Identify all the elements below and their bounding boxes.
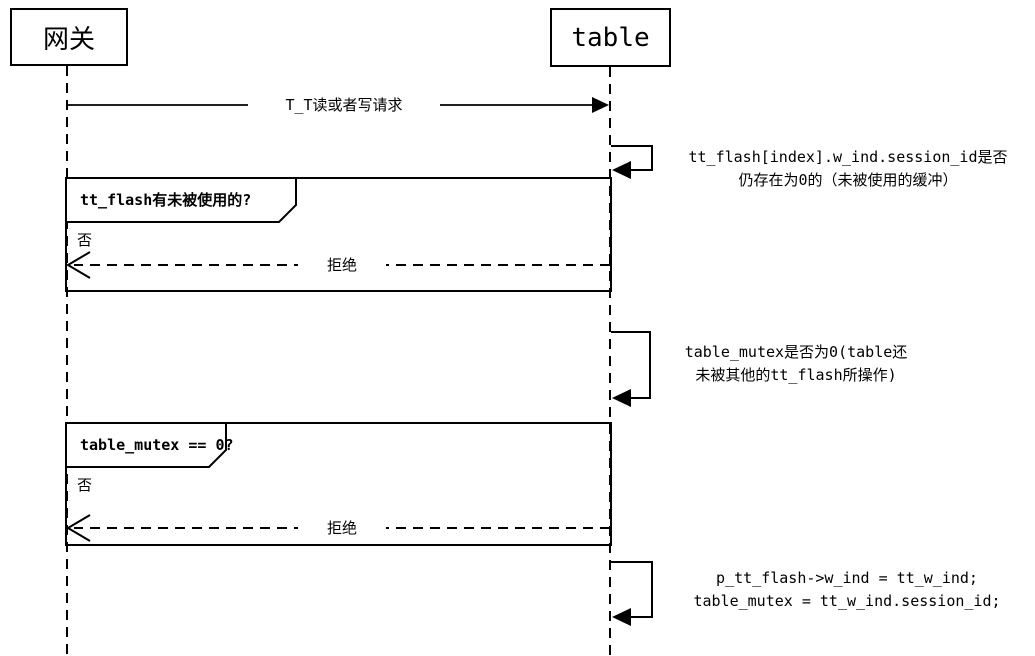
reject-1-arrowhead-icon	[66, 251, 91, 279]
fragment-2-frame	[65, 422, 612, 546]
actor-gateway: 网关	[10, 8, 128, 66]
fragment-1-header-pentagon	[65, 177, 297, 223]
fragment-1-reject-label: 拒绝	[298, 254, 386, 277]
self-message-1-line	[611, 145, 653, 171]
fragment-2-title: table_mutex == 0?	[80, 436, 234, 454]
self-message-2-note-line2: 未被其他的tt_flash所操作)	[695, 366, 897, 384]
self-message-3-note-line2: table_mutex = tt_w_ind.session_id;	[693, 592, 1001, 610]
request-message-label: T_T读或者写请求	[248, 94, 440, 117]
reject-2-arrowhead-icon	[66, 514, 91, 542]
self-message-3-note: p_tt_flash->w_ind = tt_w_ind; table_mute…	[660, 567, 1034, 613]
fragment-2-header-pentagon	[65, 422, 227, 468]
fragment-1-frame	[65, 177, 612, 292]
self-message-2-line	[611, 331, 651, 399]
self-message-1-note-line2: 仍存在为0的（未被使用的缓冲）	[738, 171, 958, 189]
self-message-3-arrowhead-icon	[612, 608, 631, 626]
self-message-1-arrowhead-icon	[612, 161, 631, 179]
fragment-2-guard: 否	[77, 476, 93, 494]
actor-table-label: table	[571, 22, 650, 53]
self-message-1-note-line1: tt_flash[index].w_ind.session_id是否	[688, 148, 1008, 166]
self-message-2-note: table_mutex是否为0(table还 未被其他的tt_flash所操作)	[650, 341, 942, 387]
self-message-2-note-line1: table_mutex是否为0(table还	[684, 343, 908, 361]
fragment-1-title: tt_flash有未被使用的?	[80, 191, 252, 209]
fragment-2-reject-label: 拒绝	[298, 517, 386, 540]
self-message-3-line	[611, 561, 653, 618]
actor-gateway-label: 网关	[42, 24, 95, 55]
fragment-1-guard: 否	[77, 231, 93, 249]
actor-table: table	[550, 8, 671, 67]
request-arrowhead-icon	[592, 97, 609, 113]
self-message-3-note-line1: p_tt_flash->w_ind = tt_w_ind;	[716, 569, 978, 587]
self-message-2-arrowhead-icon	[612, 389, 631, 407]
self-message-1-note: tt_flash[index].w_ind.session_id是否 仍存在为0…	[662, 146, 1034, 192]
